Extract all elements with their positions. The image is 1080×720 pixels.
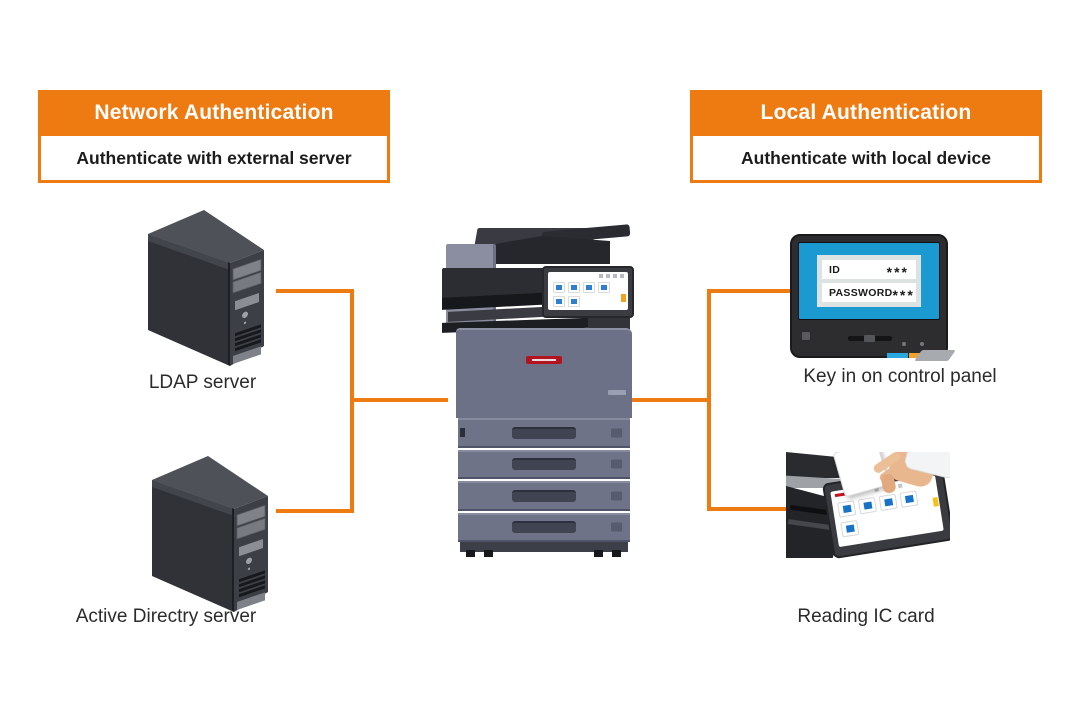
ldap-server-label: LDAP server — [148, 372, 257, 393]
connector-printer-to-hub-right — [622, 398, 711, 402]
printer-caster — [594, 550, 603, 557]
printer-screen-app-tiles — [553, 282, 617, 307]
paper-drawer-4 — [458, 512, 630, 542]
drawer-indicator — [611, 491, 622, 501]
drawer-handle — [512, 489, 576, 502]
panel-stylus-blue — [887, 353, 908, 358]
drawer-handle — [512, 458, 576, 471]
mfp-printer-illustration — [440, 224, 652, 560]
connector-ldap-to-hub — [276, 289, 354, 293]
id-field-value: *** — [886, 263, 909, 280]
paper-drawer-1 — [458, 418, 630, 448]
local-auth-title: Local Authentication — [690, 90, 1042, 136]
id-field: ID *** — [822, 260, 916, 280]
connector-hub-to-panel — [707, 289, 795, 293]
network-auth-subtitle: Authenticate with external server — [38, 136, 390, 183]
drawer-handle — [512, 521, 576, 534]
photo-screen-tiles-row2 — [840, 519, 860, 538]
printer-model-tag — [608, 390, 626, 395]
network-auth-header: Network Authentication Authenticate with… — [38, 90, 390, 183]
drawer-indicator — [611, 522, 622, 532]
active-directory-server-illustration — [146, 452, 282, 620]
panel-stand-foot — [914, 350, 956, 361]
photo-screen-alert-icon — [932, 497, 939, 507]
printer-caster — [484, 550, 493, 557]
network-auth-title: Network Authentication — [38, 90, 390, 136]
panel-phone-icon — [920, 342, 924, 346]
connector-right-vertical — [707, 289, 711, 511]
server-tower-icon — [152, 456, 268, 612]
local-auth-subtitle: Authenticate with local device — [690, 136, 1042, 183]
control-panel-illustration: ID *** PASSWORD *** — [790, 234, 956, 361]
paper-drawer-3 — [458, 481, 630, 511]
printer-base — [460, 542, 628, 552]
printer-body — [456, 328, 632, 418]
password-field: PASSWORD *** — [822, 283, 916, 303]
password-field-value: *** — [892, 286, 915, 303]
ic-card-reading-illustration — [786, 452, 950, 570]
printer-touch-screen — [548, 272, 628, 310]
control-panel-screen: ID *** PASSWORD *** — [798, 242, 940, 320]
local-auth-header: Local Authentication Authenticate with l… — [690, 90, 1042, 183]
drawer-handle — [512, 426, 576, 439]
panel-slider — [848, 335, 892, 342]
reading-ic-card-label: Reading IC card — [797, 606, 935, 627]
server-tower-icon — [148, 210, 264, 366]
paper-drawer-2 — [458, 449, 630, 479]
active-directory-server-label: Active Directry server — [75, 606, 257, 627]
ldap-server-illustration — [142, 206, 278, 374]
printer-caster — [466, 550, 475, 557]
printer-touch-panel — [542, 266, 634, 318]
printer-screen-statusbar — [552, 274, 624, 279]
drawer-indicator — [611, 459, 622, 469]
connector-hub-to-iccard — [707, 507, 790, 511]
panel-key-icon — [902, 342, 906, 346]
printer-caster — [612, 550, 621, 557]
printer-brand-badge — [526, 356, 562, 364]
drawer-indicator — [611, 428, 622, 438]
key-in-label: Key in on control panel — [803, 366, 997, 387]
connector-ad-to-hub — [276, 509, 354, 513]
connector-hub-to-printer-left — [350, 398, 448, 402]
panel-home-button — [802, 332, 810, 340]
id-field-label: ID — [829, 263, 841, 276]
password-field-label: PASSWORD — [829, 286, 893, 299]
login-form: ID *** PASSWORD *** — [817, 255, 921, 307]
printer-screen-alert-icon — [621, 294, 626, 302]
printer-paper-trays — [458, 418, 630, 542]
